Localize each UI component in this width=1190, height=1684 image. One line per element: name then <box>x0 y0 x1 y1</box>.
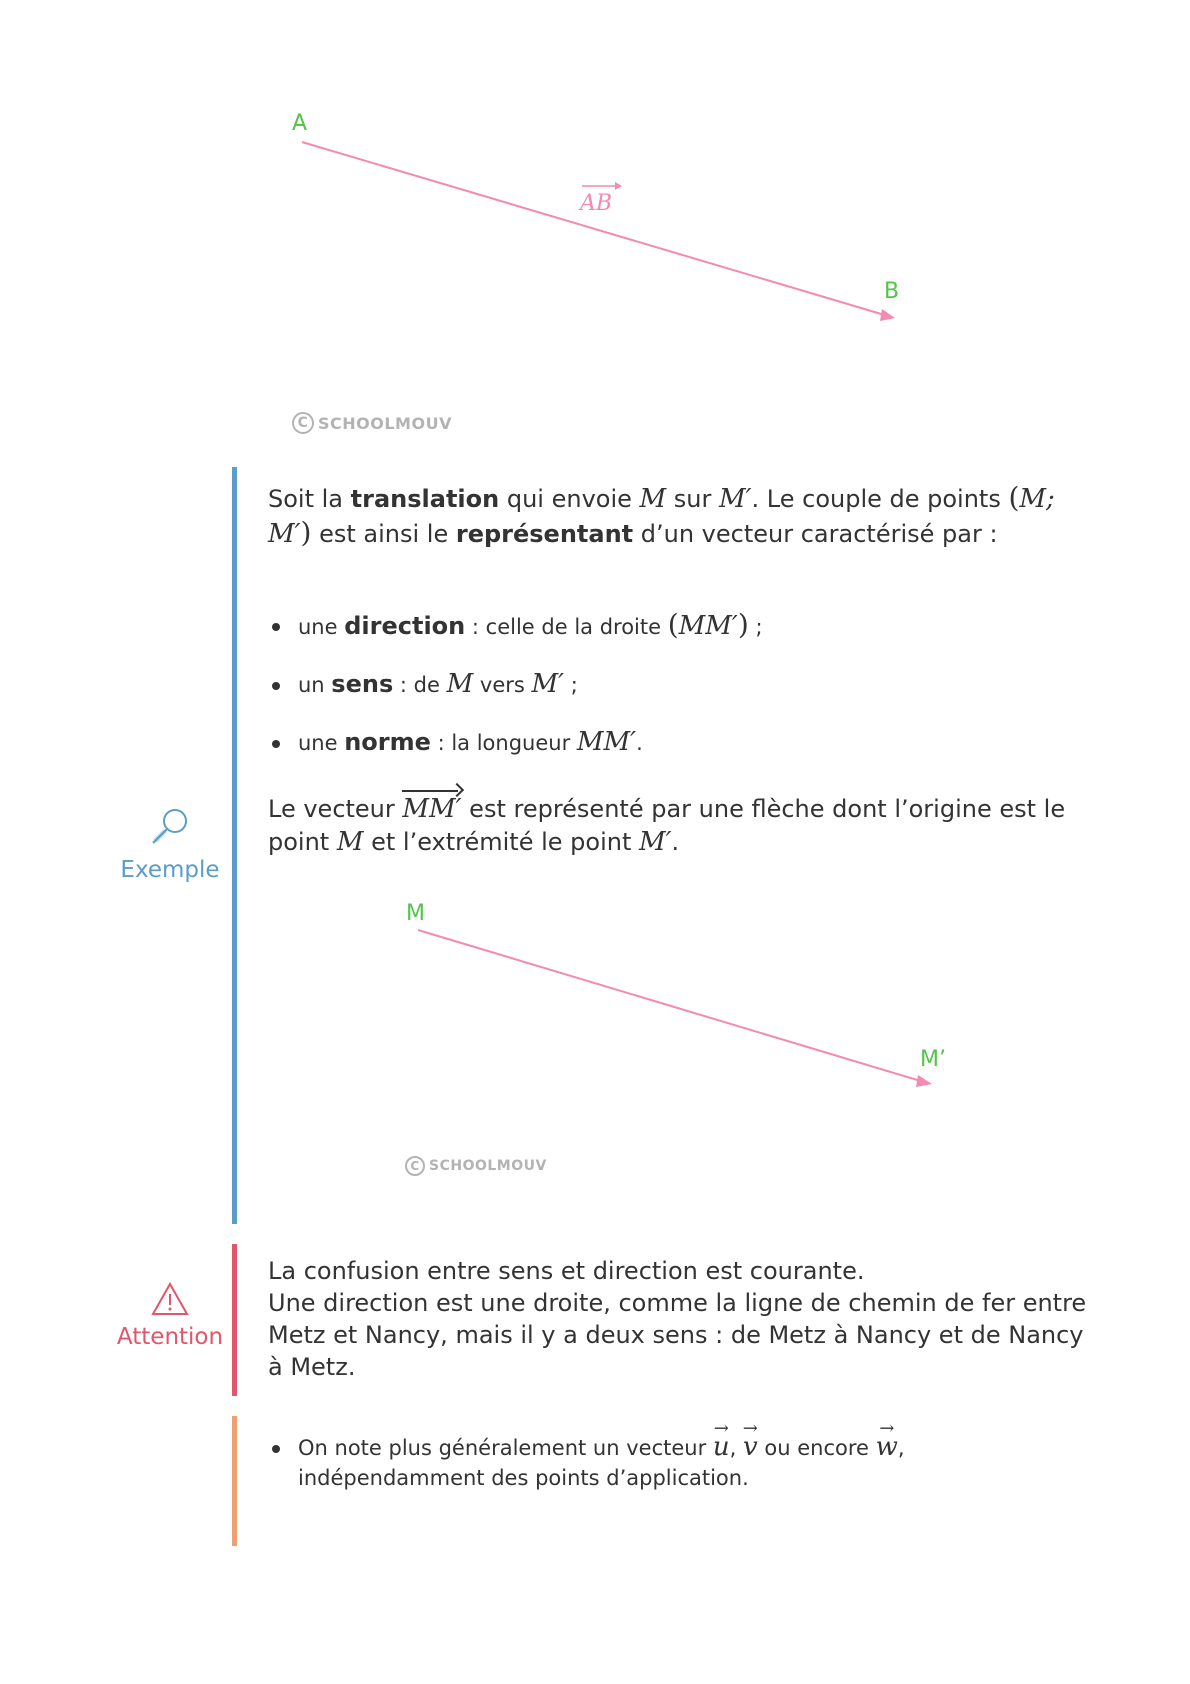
b3-end: . <box>636 731 643 755</box>
b1-math: MM′ <box>678 611 738 641</box>
p1-text-5: est ainsi le <box>311 520 456 548</box>
attention-line-2: Une direction est une droite, comme la l… <box>268 1289 1087 1381</box>
p1-text-6: d’un vecteur caractérisé par : <box>633 520 998 548</box>
example-paragraph-1: Soit la translation qui envoie M sur M′.… <box>268 481 1088 551</box>
b3-bold: norme <box>344 728 431 756</box>
note-bullet: On note plus généralement un vecteur u, … <box>268 1432 1088 1493</box>
note-vector-u: u <box>713 1432 730 1462</box>
p1-paren-open: ( <box>1008 481 1020 514</box>
p1-bold-translation: translation <box>350 485 500 513</box>
p2-math-mp: M′ <box>639 827 672 857</box>
b3-pre: une <box>298 731 345 755</box>
figure-vector-ab-svg: A B AB <box>292 111 899 321</box>
attention-line-1: La confusion entre sens et direction est… <box>268 1257 865 1285</box>
vector-ab-label-arrow <box>615 182 622 190</box>
b3-post: : la longueur <box>430 731 577 755</box>
b1-post: : celle de la droite <box>465 615 668 639</box>
bullet-sens: un sens : de M vers M′ ; <box>268 669 1088 700</box>
point-b-label: B <box>884 279 899 304</box>
b1-paren-close: ) <box>737 608 749 641</box>
warning-icon <box>151 1282 189 1315</box>
watermark-2: C SCHOOLMOUV <box>405 1156 547 1176</box>
example-label: Exemple <box>120 857 220 883</box>
b2-mid: vers <box>473 673 532 697</box>
example-accent-bar <box>232 467 237 1224</box>
p2-math-m: M <box>336 827 364 857</box>
p1-paren-close: ) <box>300 516 312 549</box>
p1-text-4: . Le couple de points <box>751 485 1009 513</box>
b1-pre: une <box>298 615 345 639</box>
p1-math-m: M <box>639 484 667 514</box>
vector-ab-label: AB <box>578 191 612 216</box>
b1-end: ; <box>748 615 763 639</box>
b2-end: ; <box>564 673 578 697</box>
copyright-icon: C <box>292 412 314 434</box>
p2-text-1: Le vecteur <box>268 795 403 823</box>
note-text-1: On note plus généralement un vecteur <box>298 1436 713 1460</box>
vector-mmp-arrowhead <box>916 1075 932 1087</box>
magnifier-icon <box>152 809 187 844</box>
attention-label: Attention <box>116 1324 224 1350</box>
watermark-1-text: SCHOOLMOUV <box>318 413 452 433</box>
note-block: On note plus généralement un vecteur u, … <box>268 1432 1088 1493</box>
figure-vector-mmp-svg: M M’ <box>406 901 946 1087</box>
b2-post: : de <box>393 673 447 697</box>
example-side-label: Exemple <box>100 805 240 883</box>
vector-ab-arrowhead <box>880 309 895 321</box>
example-bullet-list: une direction : celle de la droite (MM′)… <box>268 610 1088 758</box>
p1-text-3: sur <box>666 485 719 513</box>
p1-text-1: Soit la <box>268 485 351 513</box>
bullet-norme: une norme : la longueur MM′. <box>268 727 1088 758</box>
attention-text: La confusion entre sens et direction est… <box>268 1255 1088 1383</box>
p1-bold-representant: représentant <box>455 520 634 548</box>
copyright-icon-2: C <box>405 1156 425 1176</box>
point-mp-label: M’ <box>920 1047 946 1072</box>
p2-math-vector-mmp: MM′ <box>402 790 462 824</box>
b1-bold: direction <box>344 612 466 640</box>
b2-math: M <box>446 669 474 699</box>
note-text-3: , indépendamment des points d’applicatio… <box>298 1436 905 1490</box>
b2-math2: M′ <box>531 669 565 699</box>
point-m-label: M <box>406 901 425 926</box>
note-vector-v: v <box>743 1432 758 1462</box>
b2-bold: sens <box>331 670 394 698</box>
b1-paren-open: ( <box>667 608 679 641</box>
p2-text-4: . <box>671 828 680 856</box>
note-sep: , <box>729 1436 743 1460</box>
p1-text-2: qui envoie <box>499 485 640 513</box>
note-text-2: ou encore <box>757 1436 876 1460</box>
p2-text-2: est représenté par une flèche dont l’ori… <box>268 795 1066 856</box>
note-vector-w: w <box>876 1432 898 1462</box>
p1-math-mp: M′ <box>718 484 752 514</box>
example-paragraph-2: Le vecteur MM′ est représenté par une fl… <box>268 790 1088 859</box>
watermark-1: C SCHOOLMOUV <box>292 412 452 434</box>
b2-pre: un <box>298 673 332 697</box>
p2-text-3: et l’extrémité le point <box>363 828 640 856</box>
attention-side-label: Attention <box>100 1282 240 1350</box>
b3-math: MM′ <box>576 727 637 757</box>
bullet-direction: une direction : celle de la droite (MM′)… <box>268 610 1088 642</box>
watermark-2-text: SCHOOLMOUV <box>429 1158 547 1174</box>
p1-math-couple: M; M′ <box>268 484 1055 549</box>
vector-ab-line <box>301 141 889 317</box>
note-accent-bar <box>232 1416 237 1546</box>
attention-accent-bar <box>232 1244 237 1396</box>
vector-mmp-line <box>417 929 925 1083</box>
point-a-label: A <box>292 111 307 136</box>
